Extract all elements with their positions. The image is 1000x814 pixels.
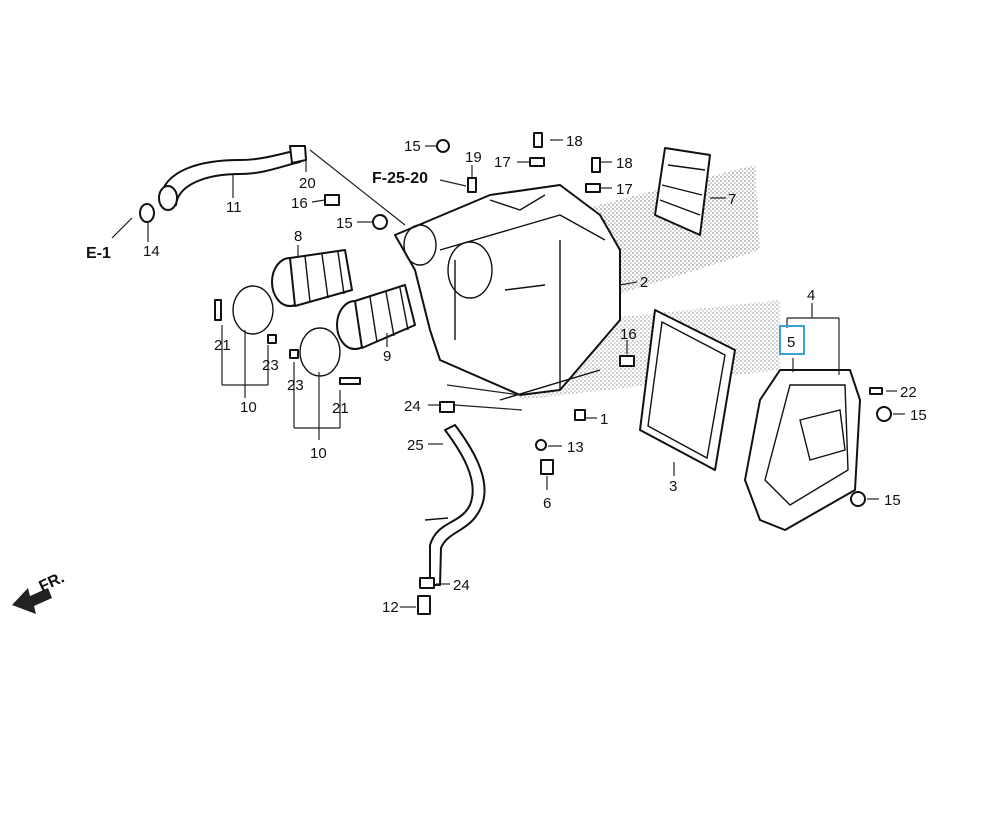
callout-10-left[interactable]: 10 [240,399,257,416]
callout-21-left[interactable]: 21 [214,337,231,354]
callout-1[interactable]: 1 [600,411,608,428]
callout-20[interactable]: 20 [299,175,316,192]
ref-f2520[interactable]: F-25-20 [372,170,428,187]
ref-e1[interactable]: E-1 [86,245,111,262]
breather-tube [158,145,307,211]
callout-23-left[interactable]: 23 [262,357,279,374]
intake-tube-8 [271,249,353,307]
callout-7[interactable]: 7 [728,191,736,208]
callout-14[interactable]: 14 [143,243,160,260]
callout-15-mid[interactable]: 15 [336,215,353,232]
intake-duct [654,147,711,236]
callout-15-top[interactable]: 15 [404,138,421,155]
callout-23-right[interactable]: 23 [287,377,304,394]
callout-6[interactable]: 6 [543,495,551,512]
callout-24-bottom[interactable]: 24 [453,577,470,594]
callout-15-cover-upper[interactable]: 15 [910,407,927,424]
callout-5[interactable]: 5 [787,334,795,351]
clip-part [139,203,155,223]
callout-13[interactable]: 13 [567,439,584,456]
leader-lines [111,139,905,608]
callout-19[interactable]: 19 [465,149,482,166]
callout-17-left[interactable]: 17 [494,154,511,171]
callout-10-right[interactable]: 10 [310,445,327,462]
callout-16-right[interactable]: 16 [620,326,637,343]
highlight-box [779,325,805,355]
callout-22[interactable]: 22 [900,384,917,401]
air-cleaner-case [394,184,621,401]
drain-tube [424,424,486,586]
air-cleaner-cover [744,369,861,531]
callout-18-top[interactable]: 18 [566,133,583,150]
front-arrow-icon [12,588,52,614]
callout-17-right[interactable]: 17 [616,181,633,198]
callout-3[interactable]: 3 [669,478,677,495]
callout-24-top[interactable]: 24 [404,398,421,415]
callout-12[interactable]: 12 [382,599,399,616]
callout-11[interactable]: 11 [226,199,242,216]
drain-plug [417,595,431,615]
front-label: FR. [37,569,68,595]
callout-25[interactable]: 25 [407,437,424,454]
callout-15-cover-lower[interactable]: 15 [884,492,901,509]
callout-16-left[interactable]: 16 [291,195,308,212]
air-filter-element [639,309,736,471]
intake-tube-9 [336,284,416,350]
hardware-parts [214,132,892,589]
callout-8[interactable]: 8 [294,228,302,245]
callout-18-mid[interactable]: 18 [616,155,633,172]
callout-9[interactable]: 9 [383,348,391,365]
callout-4[interactable]: 4 [807,287,815,304]
clamp-band [232,285,341,377]
callout-21-right[interactable]: 21 [332,400,349,417]
callout-2[interactable]: 2 [640,274,648,291]
